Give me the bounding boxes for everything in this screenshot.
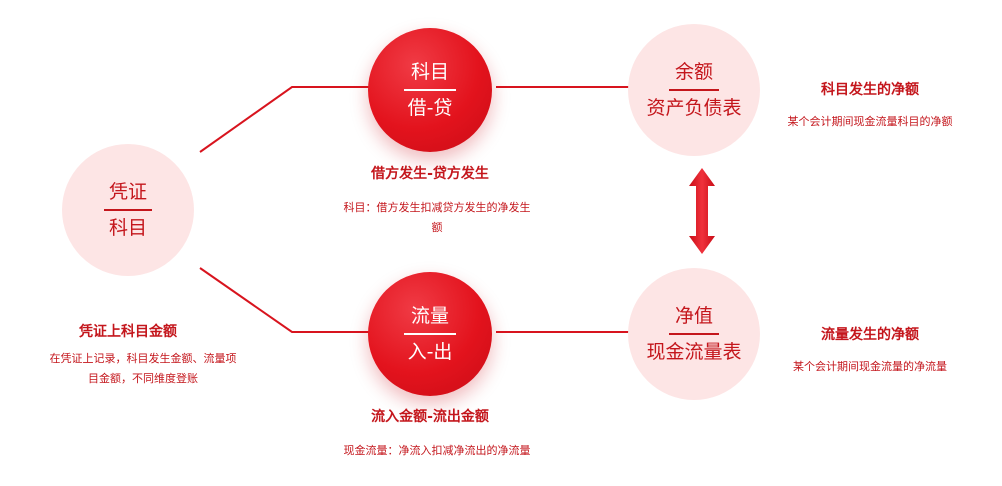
voucher-node-bottom-label: 科目 — [108, 217, 147, 239]
flow-node-top-label: 流量 — [410, 305, 449, 327]
connector-voucher-to-flow — [199, 267, 380, 333]
subject-node: 科目 借-贷 — [368, 28, 492, 152]
balance-node-divider — [669, 89, 719, 91]
balance-node-top-label: 余额 — [674, 61, 713, 83]
subject-caption-title: 借方发生-贷方发生 — [371, 166, 489, 182]
subject-node-top-label: 科目 — [410, 61, 449, 83]
balance-caption-description: 某个会计期间现金流量科目的净额 — [787, 115, 953, 128]
subject-node-divider — [404, 89, 456, 91]
voucher-caption-description: 在凭证上记录，科目发生金额、流量项目金额，不同维度登账 — [49, 352, 237, 385]
net-value-node-bottom-label: 现金流量表 — [646, 341, 742, 363]
flow-caption-title: 流入金额-流出金额 — [371, 409, 489, 425]
balance-node: 余额 资产负债表 — [628, 24, 760, 156]
voucher-caption-title: 凭证上科目金额 — [79, 324, 177, 340]
net-value-node-divider — [669, 333, 719, 335]
double-arrow-icon — [689, 168, 715, 254]
net-value-node-top-label: 净值 — [674, 305, 713, 327]
subject-node-bottom-label: 借-贷 — [407, 97, 453, 119]
balance-node-bottom-label: 资产负债表 — [646, 97, 742, 119]
balance-caption-title: 科目发生的净额 — [821, 82, 919, 98]
net-caption-description: 某个会计期间现金流量的净流量 — [793, 360, 947, 373]
flow-node: 流量 入-出 — [368, 272, 492, 396]
flow-caption-description: 现金流量：净流入扣减净流出的净流量 — [343, 444, 531, 457]
voucher-node-divider — [104, 209, 152, 211]
connector-voucher-to-subject — [199, 86, 380, 153]
flow-node-divider — [404, 333, 456, 335]
subject-caption-description: 科目：借方发生扣减贷方发生的净发生额 — [343, 201, 531, 234]
net-value-node: 净值 现金流量表 — [628, 268, 760, 400]
voucher-node: 凭证 科目 — [62, 144, 194, 276]
flow-node-bottom-label: 入-出 — [407, 341, 453, 363]
voucher-node-top-label: 凭证 — [108, 181, 147, 203]
net-caption-title: 流量发生的净额 — [821, 327, 919, 343]
